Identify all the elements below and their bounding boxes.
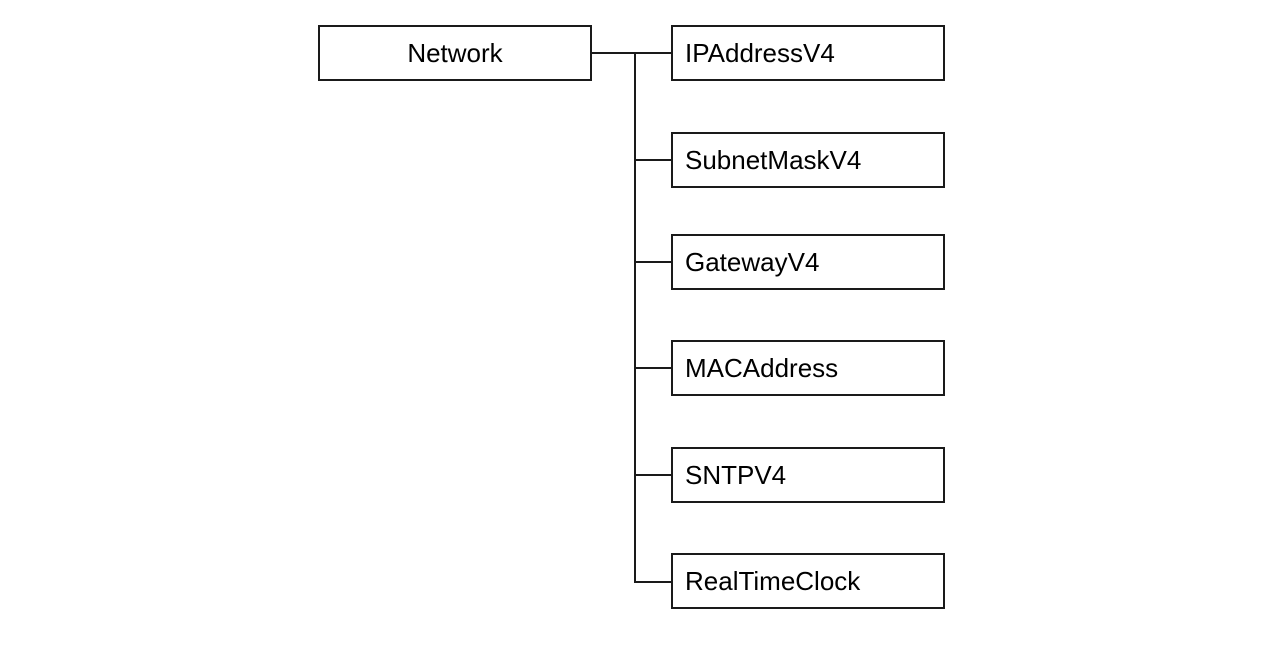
branch-connector: [634, 581, 672, 583]
node-gatewayv4: GatewayV4: [671, 234, 945, 290]
root-connector: [592, 52, 672, 54]
node-label: SubnetMaskV4: [685, 144, 862, 175]
node-subnetmaskv4: SubnetMaskV4: [671, 132, 945, 188]
node-sntpv4: SNTPV4: [671, 447, 945, 503]
node-label: IPAddressV4: [685, 37, 835, 68]
node-label: MACAddress: [685, 352, 839, 383]
node-network: Network: [318, 25, 592, 81]
node-ipaddressv4: IPAddressV4: [671, 25, 945, 81]
branch-connector: [634, 159, 672, 161]
node-label: SNTPV4: [685, 459, 787, 490]
node-label: Network: [407, 37, 503, 68]
trunk-line: [634, 52, 636, 583]
branch-connector: [634, 367, 672, 369]
node-macaddress: MACAddress: [671, 340, 945, 396]
branch-connector: [634, 474, 672, 476]
node-label: GatewayV4: [685, 246, 820, 277]
branch-connector: [634, 261, 672, 263]
node-realtimeclock: RealTimeClock: [671, 553, 945, 609]
node-label: RealTimeClock: [685, 565, 861, 596]
